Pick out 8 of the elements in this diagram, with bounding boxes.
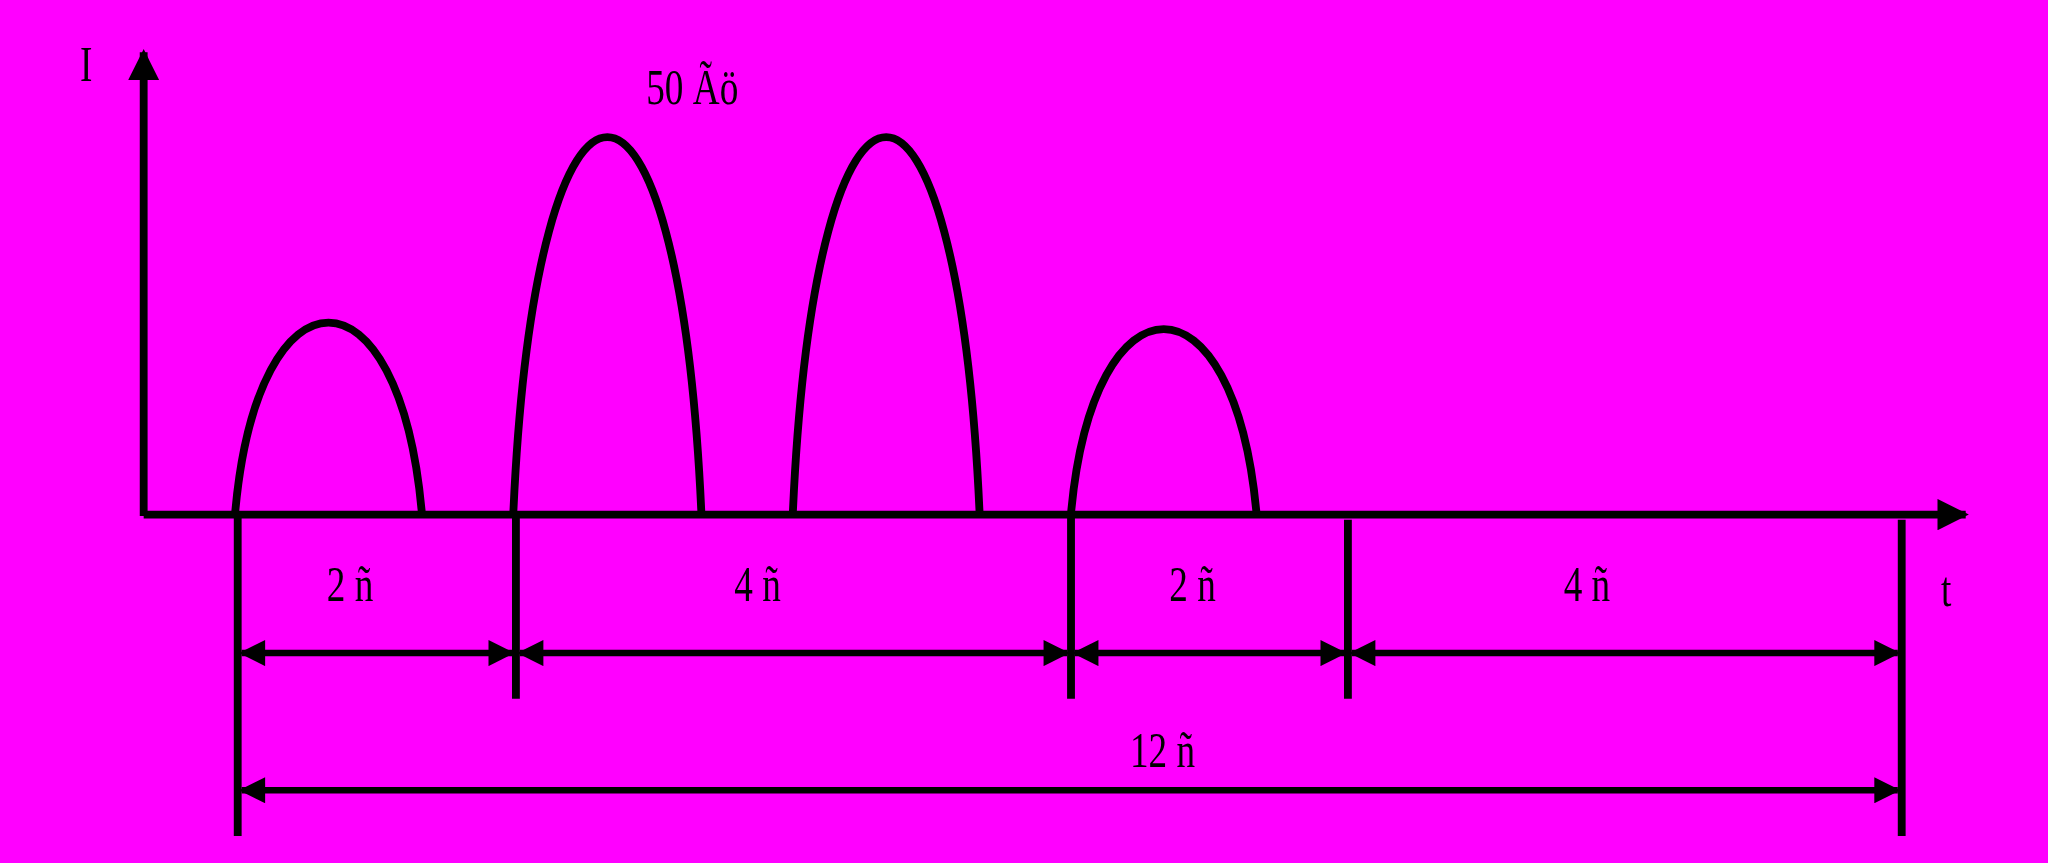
dimension-label: 2 ñ xyxy=(1169,559,1216,609)
dimension-label: 4 ñ xyxy=(734,559,781,609)
dimension-label: 2 ñ xyxy=(326,559,374,609)
dimension-label: 4 ñ xyxy=(1563,559,1611,609)
axis-label: I xyxy=(80,39,93,89)
current-label: 50 Ãö xyxy=(646,62,739,113)
dimension-label: 12 ñ xyxy=(1129,724,1195,775)
axis-label: t xyxy=(1940,564,1952,614)
